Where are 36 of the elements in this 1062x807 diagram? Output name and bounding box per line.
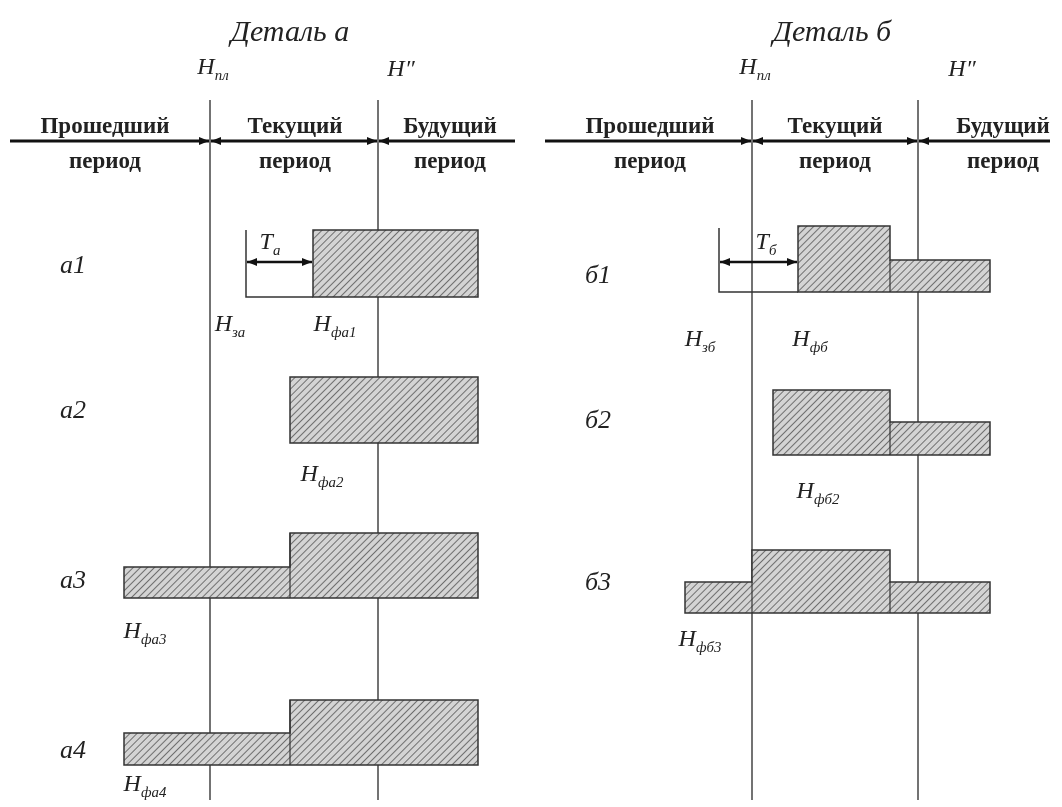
variable-label: Н$_{фб2}$ xyxy=(796,476,840,508)
period-label: Текущий xyxy=(247,113,343,139)
variable-label: Н″ xyxy=(387,54,415,82)
row-label: а4 xyxy=(60,735,86,765)
period-label: период xyxy=(69,148,141,174)
row-label: б1 xyxy=(584,260,612,290)
variable-label: Н$_{зб}$ xyxy=(684,324,716,356)
period-label: Будущий xyxy=(403,113,497,139)
row-label: а2 xyxy=(60,395,86,425)
period-label: период xyxy=(614,148,686,174)
period-label: период xyxy=(967,148,1039,174)
variable-label: Н$_{пл}$ xyxy=(739,52,771,84)
period-label: период xyxy=(259,148,331,174)
dimension-label: Т$_{а}$ xyxy=(259,227,281,259)
variable-label: Н$_{фб3}$ xyxy=(678,624,722,656)
period-label: Текущий xyxy=(787,113,883,139)
variable-label: Н$_{фа2}$ xyxy=(300,459,344,491)
period-label: период xyxy=(414,148,486,174)
row-label: б3 xyxy=(584,567,612,597)
row-label: б2 xyxy=(584,405,612,435)
variable-label: Н$_{фа3}$ xyxy=(123,616,167,648)
period-label: Прошедший xyxy=(585,113,715,139)
variable-label: Н$_{за}$ xyxy=(214,309,246,341)
variable-label: Н$_{пл}$ xyxy=(197,52,229,84)
variable-label: Н″ xyxy=(948,54,976,82)
variable-label: Н$_{фа4}$ xyxy=(123,769,167,801)
variable-label: Н$_{фб}$ xyxy=(792,324,828,356)
row-label: а1 xyxy=(60,250,86,280)
period-label: Прошедший xyxy=(40,113,170,139)
period-label: Будущий xyxy=(956,113,1050,139)
dimension-label: Т$_{б}$ xyxy=(755,227,777,259)
panel-heading: Деталь б xyxy=(772,13,892,47)
variable-label: Н$_{фа1}$ xyxy=(313,309,357,341)
period-label: период xyxy=(799,148,871,174)
panel-heading: Деталь а xyxy=(230,13,350,47)
row-label: а3 xyxy=(60,565,86,595)
